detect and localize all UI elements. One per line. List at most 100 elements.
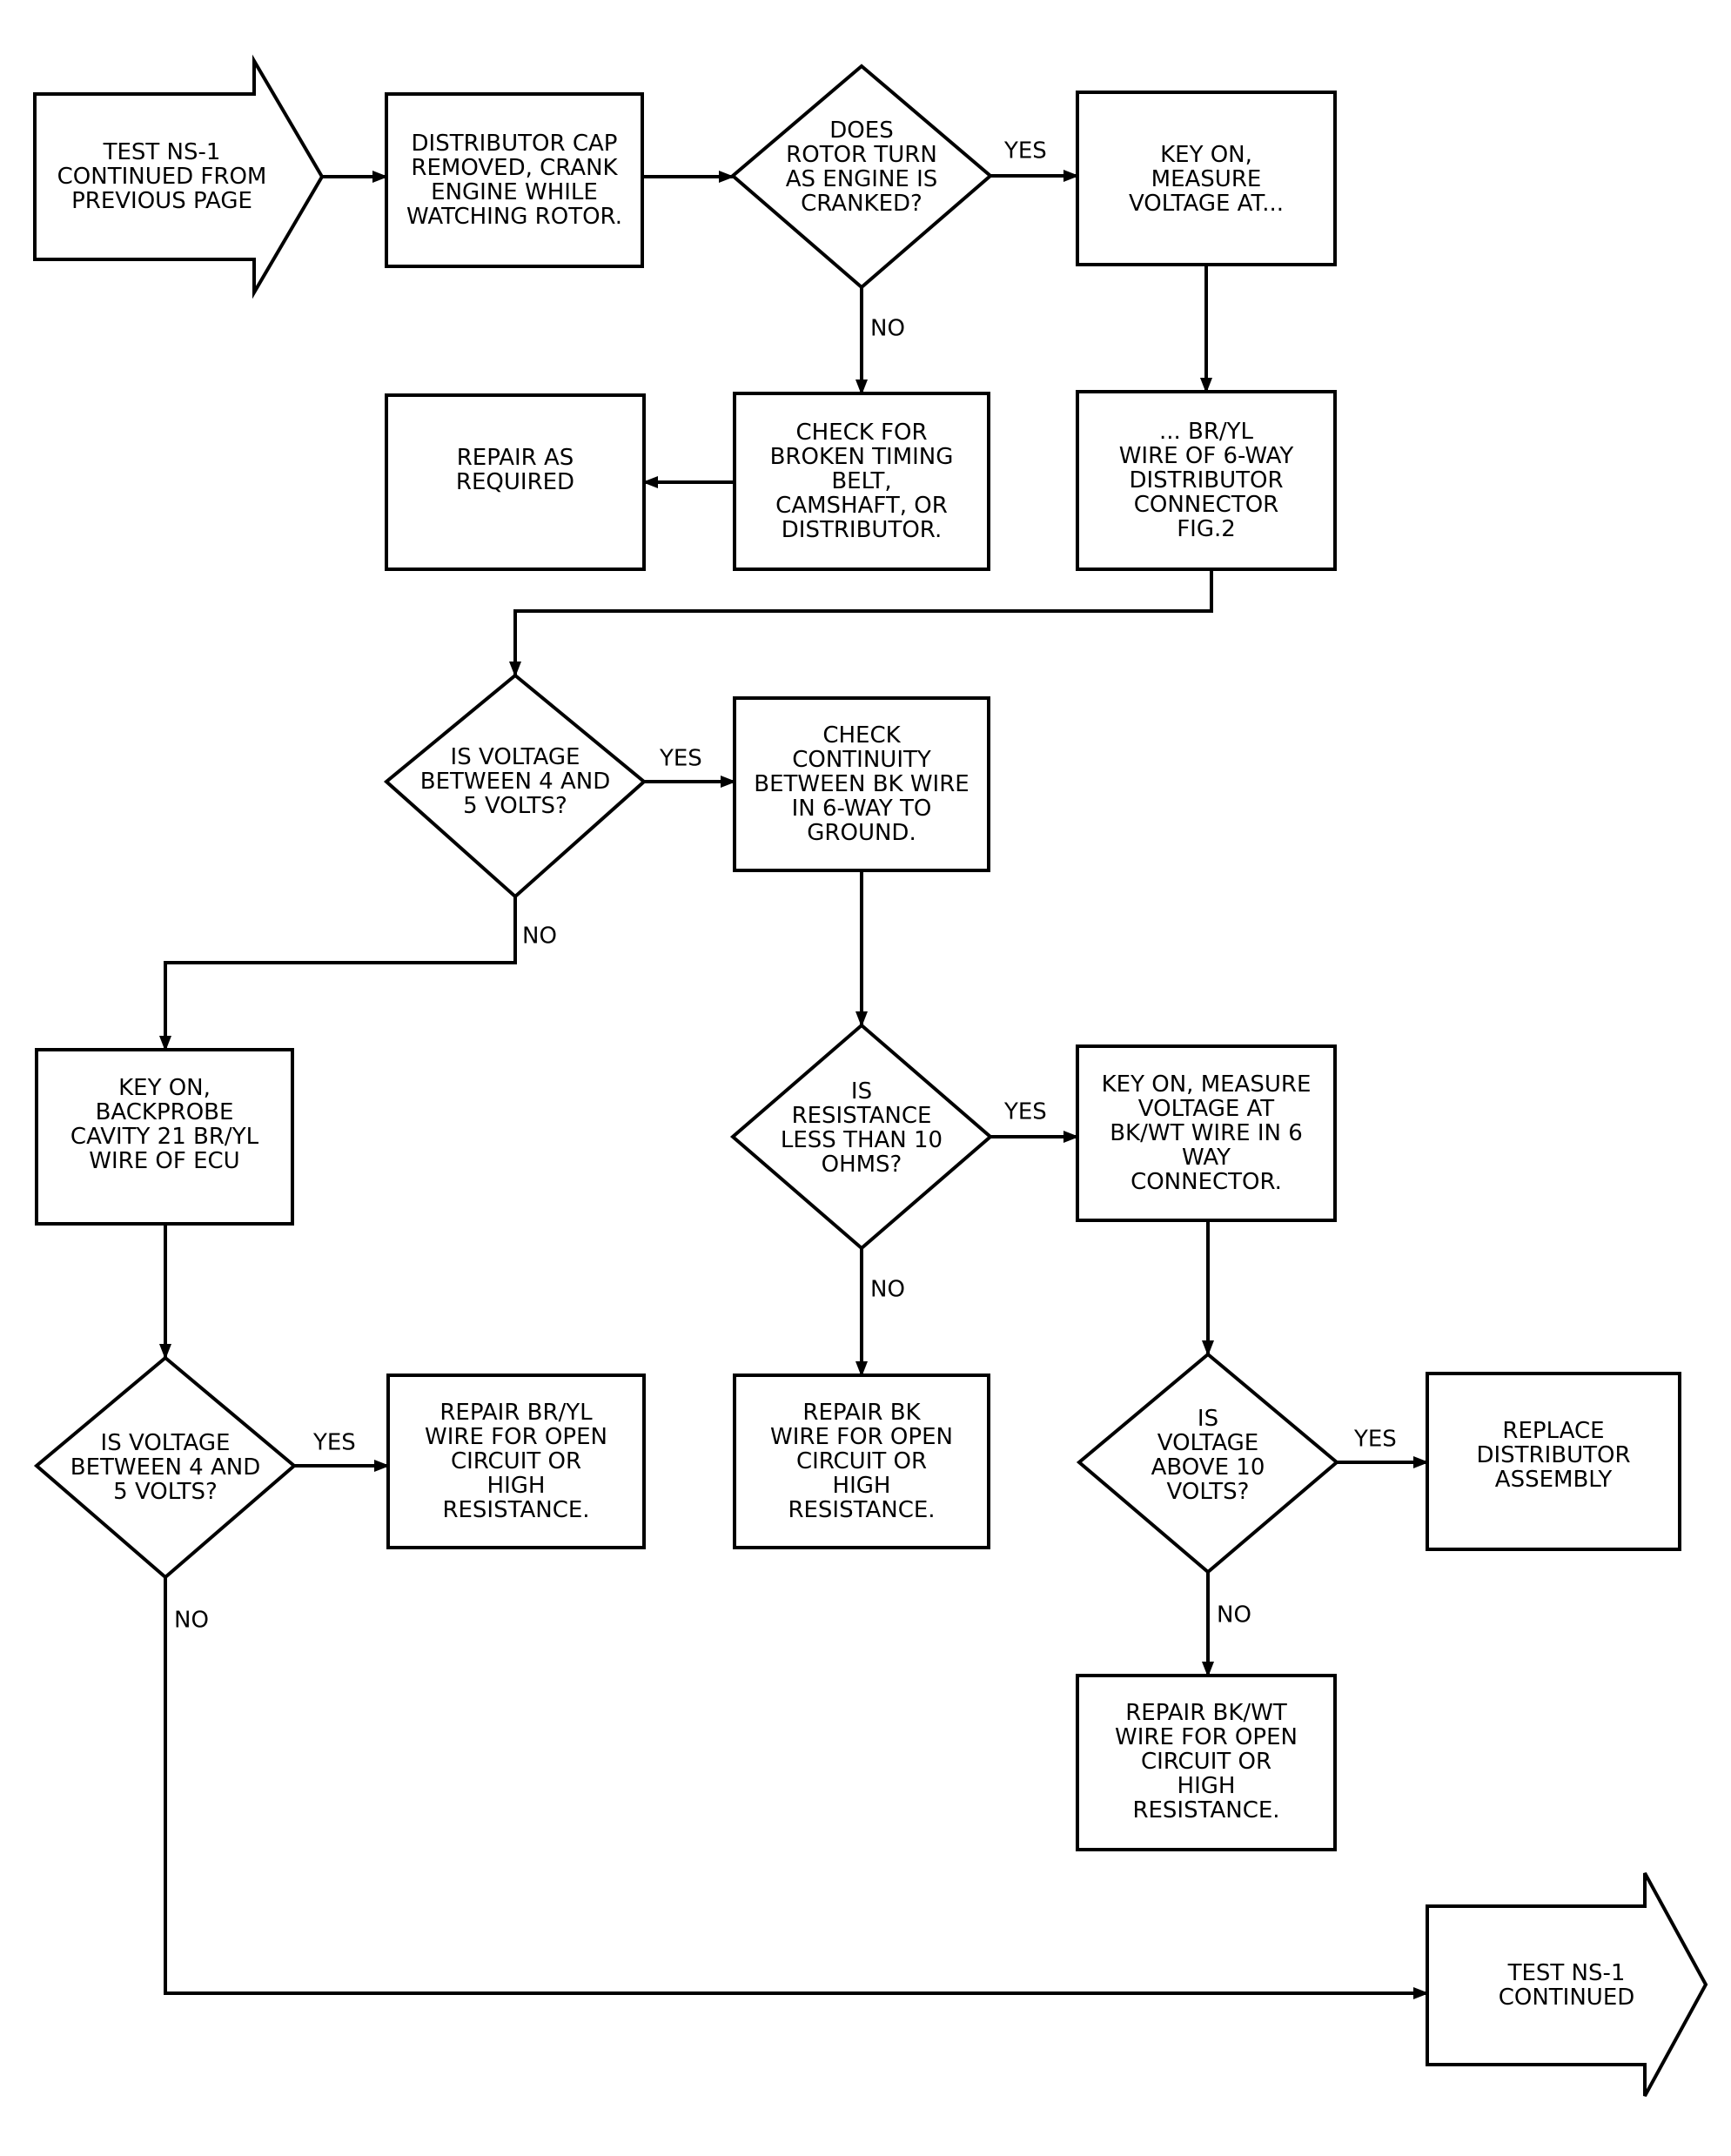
text-line: BETWEEN 4 AND [420, 769, 611, 795]
no-label: NO [870, 1277, 905, 1303]
text-line: HIGH [487, 1473, 546, 1499]
text-line: 5 VOLTS? [113, 1479, 218, 1505]
text-line: CIRCUIT OR [796, 1448, 927, 1474]
text-line: RESISTANCE. [1132, 1797, 1279, 1824]
box-backprobe [35, 1048, 294, 1226]
text-line: ASSEMBLY [1495, 1467, 1613, 1493]
text-line: BETWEEN BK WIRE [754, 771, 969, 797]
text-line: MEASURE [1151, 166, 1262, 192]
text-line: ENGINE WHILE [431, 179, 598, 205]
connector-line [509, 569, 1213, 677]
box-replace-distributor [1426, 1372, 1681, 1551]
yes-label: YES [1003, 1099, 1047, 1125]
text-line: WIRE OF ECU [89, 1148, 239, 1174]
box-repair-bk [733, 1374, 990, 1549]
text-line: VOLTAGE AT [1138, 1096, 1274, 1122]
text-line: TEST NS-1 [1507, 1960, 1626, 1986]
box-cap-removed [385, 92, 644, 268]
text-line: IS [1198, 1406, 1218, 1432]
text-line: KEY ON, MEASURE [1102, 1071, 1312, 1098]
text-line: IN 6-WAY TO [792, 796, 932, 822]
start-connector-arrow [33, 54, 325, 299]
text-line: VOLTAGE AT... [1129, 191, 1284, 217]
text-line: ... BR/YL [1159, 419, 1254, 445]
no-label: NO [522, 924, 557, 950]
text-line: WIRE FOR OPEN [770, 1424, 953, 1450]
text-line: WIRE FOR OPEN [1115, 1724, 1298, 1750]
text-line: CAVITY 21 BR/YL [70, 1124, 259, 1150]
text-line: WIRE OF 6-WAY [1119, 443, 1294, 469]
text-line: ROTOR TURN [786, 142, 937, 168]
text-line: REPAIR BR/YL [439, 1400, 593, 1426]
no-label: NO [1217, 1602, 1251, 1629]
text-line: REPAIR AS [457, 445, 574, 471]
text-line: REQUIRED [456, 469, 574, 495]
text-line: GROUND. [807, 820, 916, 846]
text-line: REPAIR BK [802, 1400, 921, 1426]
text-line: CHECK FOR [795, 420, 927, 446]
text-line: CONTINUED [1499, 1985, 1635, 2011]
text-line: VOLTS? [1167, 1479, 1250, 1505]
text-line: RESISTANCE. [788, 1497, 935, 1523]
yes-label: YES [312, 1430, 356, 1456]
text-line: OHMS? [822, 1152, 902, 1178]
text-line: DISTRIBUTOR. [782, 517, 942, 543]
box-repair-bkwt [1076, 1674, 1337, 1851]
text-line: HIGH [833, 1473, 891, 1499]
text-line: HIGH [1177, 1773, 1236, 1799]
text-line: CIRCUIT OR [451, 1448, 581, 1474]
end-connector-arrow [1426, 1872, 1708, 2097]
text-line: CHECK [822, 722, 901, 749]
text-line: DISTRIBUTOR [1476, 1442, 1630, 1468]
text-line: BELT, [831, 468, 891, 494]
yes-label: YES [659, 746, 702, 772]
connector-line [159, 897, 517, 1051]
text-line: REMOVED, CRANK [411, 155, 618, 181]
text-line: IS [851, 1078, 872, 1105]
text-line: RESISTANCE. [442, 1497, 589, 1523]
no-label: NO [174, 1608, 209, 1634]
text-line: REPLACE [1502, 1418, 1604, 1444]
text-line: CONTINUED FROM [57, 164, 267, 190]
text-line: 5 VOLTS? [463, 793, 567, 819]
box-bryl-wire [1076, 390, 1337, 571]
text-line: CONTINUITY [792, 747, 931, 773]
text-line: PREVIOUS PAGE [71, 188, 252, 214]
text-line: VOLTAGE [1157, 1430, 1258, 1456]
text-line: LESS THAN 10 [781, 1127, 943, 1153]
text-line: WAY [1182, 1145, 1231, 1171]
text-line: DISTRIBUTOR [1129, 467, 1283, 494]
text-line: CONNECTOR [1134, 492, 1279, 518]
text-line: BK/WT WIRE IN 6 [1110, 1120, 1303, 1146]
text-line: WIRE FOR OPEN [425, 1424, 607, 1450]
text-line: KEY ON, [118, 1075, 211, 1101]
text-line: KEY ON, [1160, 142, 1252, 168]
connector-line [164, 1577, 1429, 1999]
text-line: BETWEEN 4 AND [70, 1454, 261, 1481]
text-line: IS VOLTAGE [451, 744, 580, 770]
text-line: REPAIR BK/WT [1125, 1700, 1287, 1726]
text-line: RESISTANCE [792, 1103, 932, 1129]
text-line: AS ENGINE IS [786, 166, 938, 192]
text-line: BROKEN TIMING [770, 444, 954, 470]
text-line: WATCHING ROTOR. [406, 204, 622, 230]
text-line: TEST NS-1 [103, 139, 221, 165]
text-line: DOES [829, 118, 893, 144]
text-line: FIG.2 [1177, 516, 1236, 542]
yes-label: YES [1353, 1427, 1397, 1453]
